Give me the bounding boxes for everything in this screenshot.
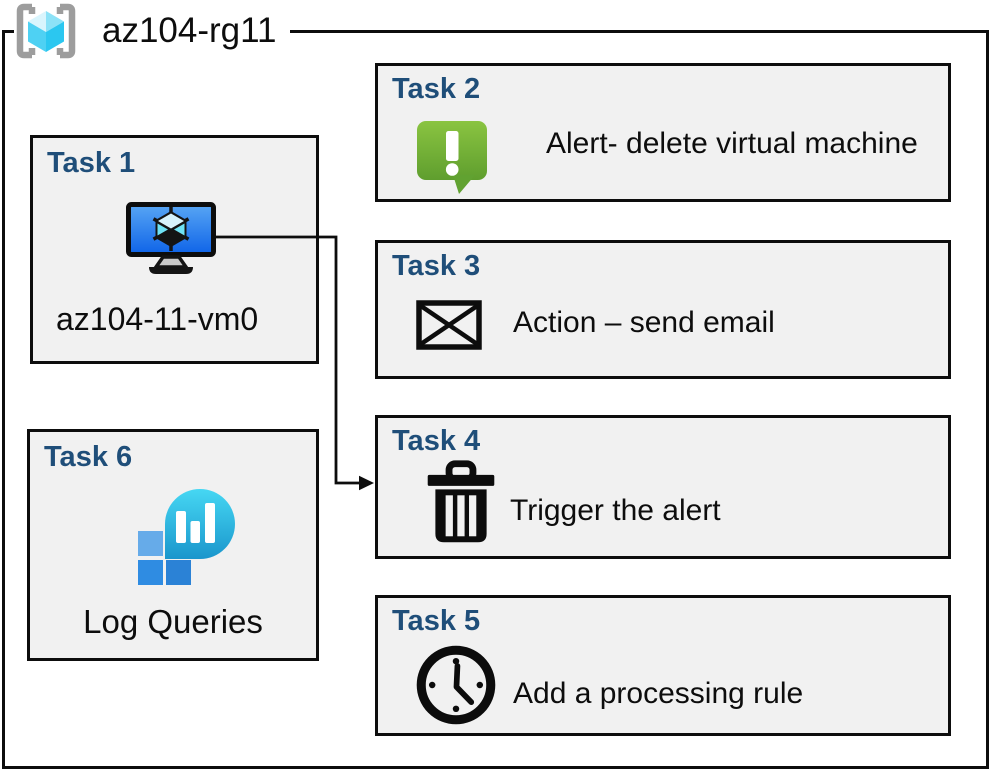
log-analytics-icon [138,489,235,585]
alert-message-icon [417,121,487,194]
resource-group-header: az104-rg11 [14,0,290,62]
virtual-machine-icon [126,202,216,274]
task1-label: az104-11-vm0 [56,301,259,337]
task4-box: Task 4 Trigger the alert [375,415,951,559]
task5-title: Task 5 [392,605,481,637]
task2-title: Task 2 [392,73,481,105]
trash-icon [427,460,495,543]
task3-box: Task 3 Action – send email [375,240,951,379]
resource-group-name: az104-rg11 [102,11,277,50]
task1-title: Task 1 [47,147,136,179]
clock-icon [416,645,496,725]
task4-label: Trigger the alert [510,494,721,527]
task5-box: Task 5 Add a processing rule [375,595,951,736]
task2-label: Alert- delete virtual machine [546,127,918,160]
task3-title: Task 3 [392,250,481,282]
task5-label: Add a processing rule [513,677,804,710]
email-icon [416,300,482,350]
task4-title: Task 4 [392,425,481,457]
task6-box: Task 6 Log Queries [27,429,319,661]
task3-label: Action – send email [513,306,775,339]
resource-group-boundary [2,30,989,769]
task1-box: Task 1 az104-11-vm0 [30,135,319,364]
task6-title: Task 6 [44,441,133,473]
resource-group-icon [16,3,76,59]
task6-label: Log Queries [83,603,263,640]
task2-box: Task 2 Alert- delete virtual machine [375,63,951,202]
